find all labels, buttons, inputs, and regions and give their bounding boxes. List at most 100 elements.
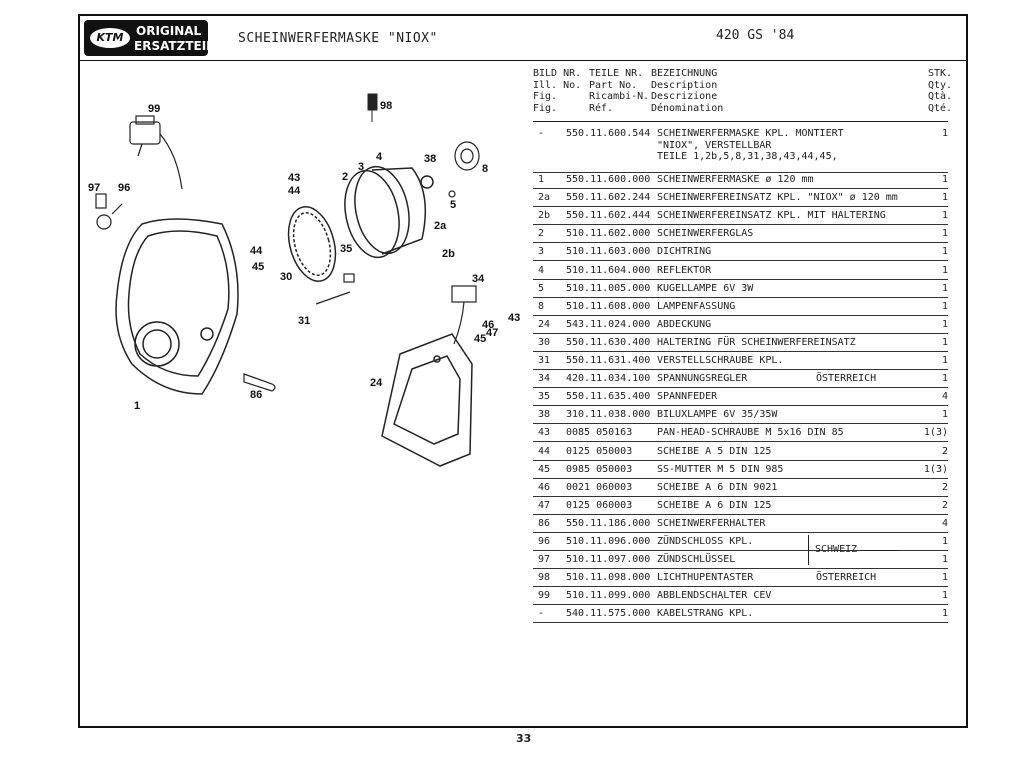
cell-fig: 31 xyxy=(538,355,551,366)
cell-part-no: 550.11.631.400 xyxy=(566,355,651,366)
row-rule xyxy=(533,622,948,624)
cell-fig: - xyxy=(538,608,545,620)
cell-fig: 8 xyxy=(538,300,545,312)
cell-qty: 1 xyxy=(941,572,948,584)
cell-part-no: 510.11.099.000 xyxy=(566,590,651,602)
schweiz-line xyxy=(860,550,900,551)
cell-description: SCHEIBE A 5 DIN 125 xyxy=(657,445,772,457)
row-rule xyxy=(533,477,948,479)
cell-part-no: 310.11.038.000 xyxy=(566,409,651,421)
cell-qty: 1 xyxy=(941,300,948,312)
callout-2: 2 xyxy=(342,171,348,183)
cell-part-no: 550.11.630.400 xyxy=(566,336,651,348)
cell-fig: 45 xyxy=(538,463,551,475)
ktm-logo: KTM ORIGINAL ERSATZTEILE xyxy=(84,20,222,56)
cell-qty: 1 xyxy=(941,246,948,258)
column-header-qty: STK.Qty. Qtà.Qté. xyxy=(928,68,953,114)
cell-part-no: 0125 060003 xyxy=(566,499,633,511)
row-rule xyxy=(533,172,948,173)
cell-note: ÖSTERREICH xyxy=(816,572,877,584)
callout-45-right: 45 xyxy=(474,333,486,345)
callout-45-left: 45 xyxy=(252,261,264,273)
cell-qty: 1 xyxy=(941,210,948,222)
cell-description: ABDECKUNG xyxy=(657,318,712,330)
callout-44-top: 44 xyxy=(288,185,301,197)
cell-description: SPANNFEDER xyxy=(657,391,718,403)
cell-description: VERSTELLSCHRAUBE KPL. xyxy=(657,355,784,366)
row-rule xyxy=(533,459,948,461)
callout-99: 99 xyxy=(148,103,160,115)
row-rule xyxy=(533,387,948,389)
cell-fig: 2 xyxy=(538,228,545,240)
cell-description: LICHTHUPENTASTER xyxy=(657,572,754,584)
schweiz-note: SCHWEIZ xyxy=(815,544,858,555)
cell-fig: 2b xyxy=(538,210,551,222)
callout-5: 5 xyxy=(450,199,456,211)
cell-part-no: 510.11.097.000 xyxy=(566,554,651,566)
row-rule xyxy=(533,550,948,551)
cell-part-no: 550.11.602.244 xyxy=(566,192,651,204)
callout-97: 97 xyxy=(88,182,100,194)
bulb-holder-drawing xyxy=(448,141,480,198)
cell-fig: 44 xyxy=(538,445,551,457)
cell-description: SCHEINWERFEREINSATZ KPL. MIT HALTERING xyxy=(657,210,886,222)
cell-description: ZÜNDSCHLOSS KPL. xyxy=(657,536,754,547)
callout-43-right: 43 xyxy=(508,312,520,324)
row-rule xyxy=(533,260,948,262)
cell-fig: 1 xyxy=(538,174,545,185)
schweiz-brace xyxy=(808,535,817,565)
callout-31: 31 xyxy=(298,315,310,327)
row-rule xyxy=(533,296,948,298)
cell-part-no: 510.11.098.000 xyxy=(566,572,651,584)
row-rule xyxy=(533,405,948,407)
cell-qty: 1 xyxy=(941,228,948,240)
cell-qty: 1 xyxy=(941,608,948,620)
callout-24: 24 xyxy=(370,377,383,389)
callout-96: 96 xyxy=(118,182,130,194)
column-header-fig: BILD NR.Ill. No. Fig.Fig. xyxy=(533,68,582,114)
header-divider xyxy=(78,60,968,61)
cell-qty: 2 xyxy=(941,445,948,457)
cell-description: SS-MUTTER M 5 DIN 985 xyxy=(657,463,784,475)
cell-qty: 1 xyxy=(941,336,948,348)
cover-plate-drawing xyxy=(381,333,473,467)
cell-qty: 1 xyxy=(941,282,948,294)
page-frame xyxy=(78,14,968,728)
cell-part-no: 510.11.603.000 xyxy=(566,246,651,258)
cell-part-no: 550.11.602.444 xyxy=(566,210,651,222)
cell-qty: 1 xyxy=(941,192,948,204)
row-rule xyxy=(533,206,948,208)
cell-description: SCHEINWERFERMASKE ø 120 mm xyxy=(657,174,814,185)
callout-98: 98 xyxy=(380,100,392,112)
cell-part-no: 510.11.096.000 xyxy=(566,536,651,547)
row-rule xyxy=(533,423,948,425)
cell-qty: 1 xyxy=(941,174,948,185)
cell-description: KABELSTRANG KPL. xyxy=(657,608,754,620)
cell-part-no: 550.11.600.000 xyxy=(566,174,651,185)
ktm-logo-badge: KTM xyxy=(90,28,130,48)
voltage-regulator-drawing xyxy=(451,285,477,345)
cell-qty: 2 xyxy=(941,499,948,511)
cell-part-no: 510.11.604.000 xyxy=(566,264,651,276)
row-rule xyxy=(533,314,948,316)
cell-fig: 47 xyxy=(538,499,551,511)
logo-line-1: ORIGINAL xyxy=(136,24,202,38)
cell-description: SCHEIBE A 6 DIN 125 xyxy=(657,499,772,511)
row-rule xyxy=(533,188,948,189)
cell-part-no: 0085 050163 xyxy=(566,427,633,439)
headlight-insert-drawing xyxy=(344,165,434,259)
callout-3: 3 xyxy=(358,161,364,173)
cell-description: KUGELLAMPE 6V 3W xyxy=(657,282,754,294)
row-rule xyxy=(533,224,948,226)
exploded-parts-diagram: 99 98 97 96 43 44 2 3 4 38 8 5 2a 2b 35 … xyxy=(88,93,520,467)
row-rule xyxy=(533,350,948,352)
